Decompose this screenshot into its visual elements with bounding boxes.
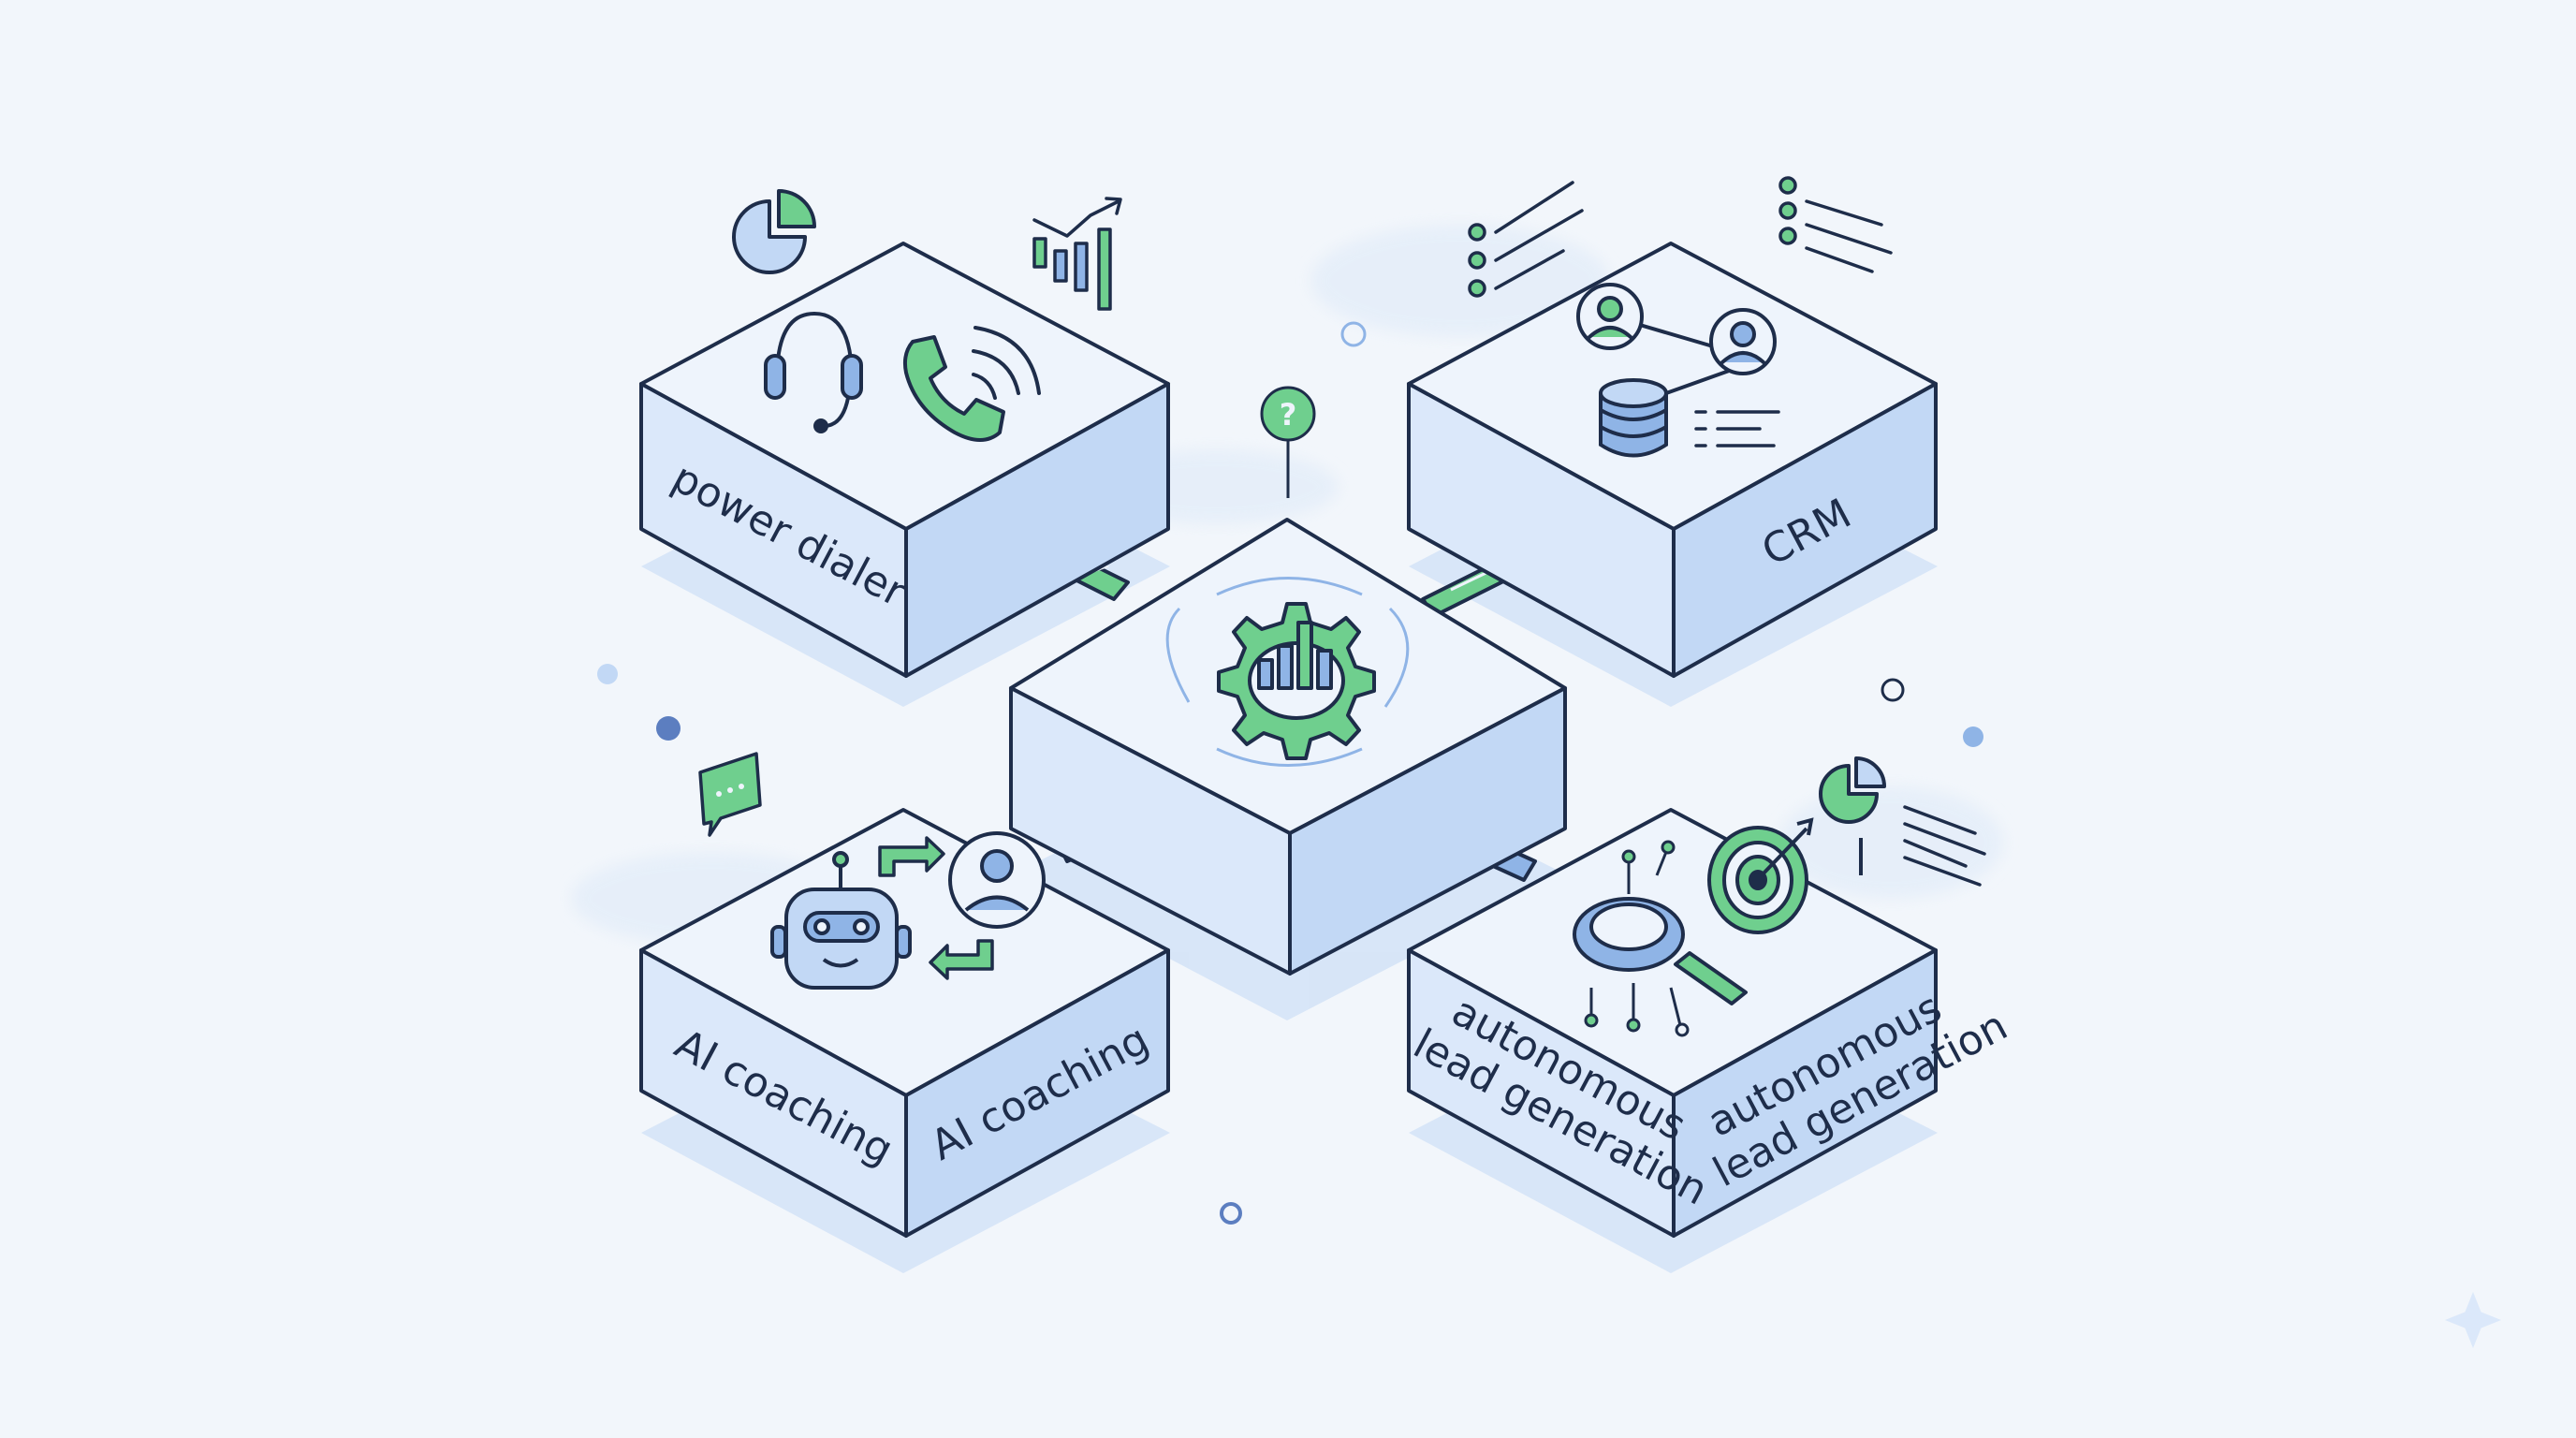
list-lines-icon: [1694, 410, 1780, 448]
pie-chart-icon: [1819, 756, 1886, 875]
headset-icon: [764, 311, 863, 433]
circuit-lines-icon: [1584, 840, 1690, 1037]
phone-ringing-icon: [902, 326, 1041, 442]
lead-gen-box-right: [1672, 948, 1938, 1238]
bar-chart-trend-icon: [1032, 197, 1122, 311]
list-lines-icon: [1903, 805, 1986, 887]
question-mark: ?: [1280, 397, 1297, 433]
person-avatar-icon: [948, 831, 1046, 929]
robot-icon: [770, 851, 912, 990]
database-icon: [1599, 378, 1668, 458]
target-icon: [1707, 817, 1814, 934]
hub-rings: [1165, 577, 1410, 767]
magnifier-icon: [1573, 897, 1748, 1005]
hub-box-right: [1288, 686, 1567, 976]
decorative-dots: [597, 321, 2501, 1348]
checklist-icon: [1468, 176, 1893, 298]
contact-network-icon: [1576, 283, 1777, 395]
gear-bar-chart-icon: [1217, 602, 1376, 760]
crm-box-right: [1672, 382, 1938, 678]
chat-bubble-icon: [698, 752, 762, 837]
crm-box[interactable]: [1407, 242, 1938, 678]
ai-coaching-box-right: [904, 948, 1170, 1238]
swap-arrows-icon: [878, 836, 994, 980]
power-dialer-box[interactable]: [639, 242, 1170, 678]
question-icon: ?: [1260, 386, 1316, 498]
pie-chart-icon: [732, 189, 816, 274]
power-dialer-box-right: [904, 382, 1170, 678]
